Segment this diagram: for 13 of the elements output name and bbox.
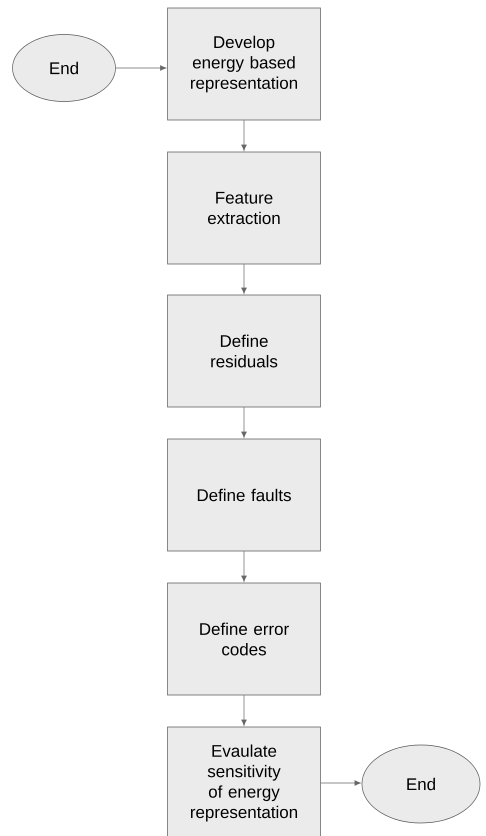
process-box: Define faults bbox=[167, 438, 321, 552]
process-box: Define error codes bbox=[167, 582, 321, 696]
arrow bbox=[241, 120, 247, 151]
arrow bbox=[241, 695, 247, 726]
process-box: Feature extraction bbox=[167, 152, 321, 264]
arrow bbox=[241, 264, 247, 294]
arrow bbox=[241, 551, 247, 582]
arrow bbox=[116, 65, 166, 71]
arrow bbox=[320, 780, 361, 786]
arrow bbox=[241, 407, 247, 438]
process-box: Evaulate sensitivity of energy representation bbox=[167, 726, 321, 836]
process-box: Define residuals bbox=[167, 294, 321, 408]
process-box: Develop energy based representation bbox=[167, 8, 321, 120]
